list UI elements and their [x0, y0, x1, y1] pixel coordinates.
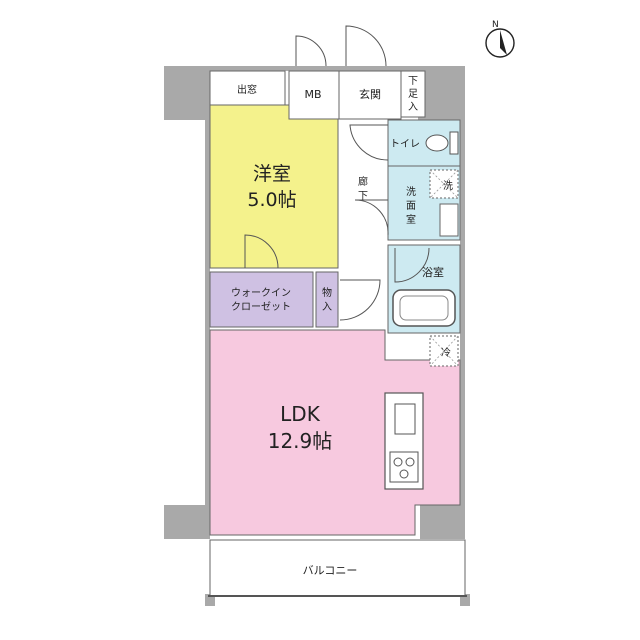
stove-frame: [389, 451, 419, 483]
toilet-tank: [449, 131, 459, 155]
storage-closet: [315, 271, 339, 328]
wall-left: [205, 66, 210, 539]
balcony-label: バルコニー: [303, 564, 358, 577]
balcony: [209, 539, 466, 597]
wall-bottom-left: [164, 505, 210, 539]
toilet-fixture: [425, 134, 449, 152]
ldk-size: 12.9帖: [268, 429, 333, 453]
post-left: [205, 594, 215, 606]
western-room: [209, 104, 339, 269]
toilet-label: トイレ: [390, 139, 420, 150]
western-room-size: 5.0帖: [247, 189, 296, 211]
washer-cross-1: [429, 169, 459, 199]
walk-in-closet-label-1: ウォークイン: [231, 287, 291, 299]
door-arc-entrance: [345, 25, 387, 67]
washroom-label-3: 室: [406, 213, 416, 226]
washroom-label-1: 洗: [406, 186, 416, 198]
corridor-label-1: 廊: [358, 175, 368, 188]
shoe-storage: [400, 70, 426, 118]
walk-in-closet-label-2: クローゼット: [231, 301, 291, 313]
entrance-label: 玄関: [359, 87, 381, 101]
storage-label-2: 入: [322, 302, 332, 313]
compass-icon: [485, 28, 515, 58]
mb-label: MB: [304, 88, 321, 101]
walk-in-closet: [209, 271, 314, 328]
stove-burner-2: [405, 457, 415, 467]
stove-burner-1: [393, 457, 403, 467]
western-room-name: 洋室: [253, 163, 291, 185]
kitchen-sink: [394, 403, 416, 435]
wall-top-right: [418, 66, 464, 120]
washer-label: 洗: [443, 180, 453, 192]
corridor-label-2: 下: [358, 191, 368, 202]
compass-letter: N: [492, 20, 499, 30]
mb-room: [288, 70, 340, 120]
door-arc-mb-1: [295, 35, 327, 67]
shoe-storage-label-3: 入: [408, 102, 418, 113]
bay-window-label: 出窓: [237, 83, 257, 96]
wall-top-left: [164, 66, 210, 120]
post-right: [460, 594, 470, 606]
door-arc-ldk: [339, 279, 381, 321]
door-arc-room: [244, 234, 279, 269]
storage-label-1: 物: [322, 286, 332, 299]
washer-cross-2: [429, 169, 459, 199]
shoe-storage-label-2: 足: [408, 88, 418, 100]
bay-window: [209, 70, 286, 106]
door-arc-bath: [394, 247, 430, 283]
wall-top: [205, 66, 465, 71]
entrance-area: [338, 70, 402, 120]
wall-bottom-right: [420, 505, 464, 539]
wash-basin: [439, 203, 459, 237]
stove-burner-3: [399, 469, 409, 479]
shoe-storage-label-1: 下: [408, 76, 418, 87]
wall-right: [460, 66, 465, 539]
ldk-name: LDK: [280, 402, 321, 426]
fridge-cross-2: [429, 335, 459, 367]
door-arc-toilet: [349, 124, 389, 161]
bathtub-inner: [399, 295, 449, 321]
fridge-label: 冷: [441, 346, 451, 359]
door-arc-washroom: [354, 199, 389, 236]
bathroom-label: 浴室: [422, 265, 444, 279]
washroom-label-2: 面: [406, 201, 416, 212]
